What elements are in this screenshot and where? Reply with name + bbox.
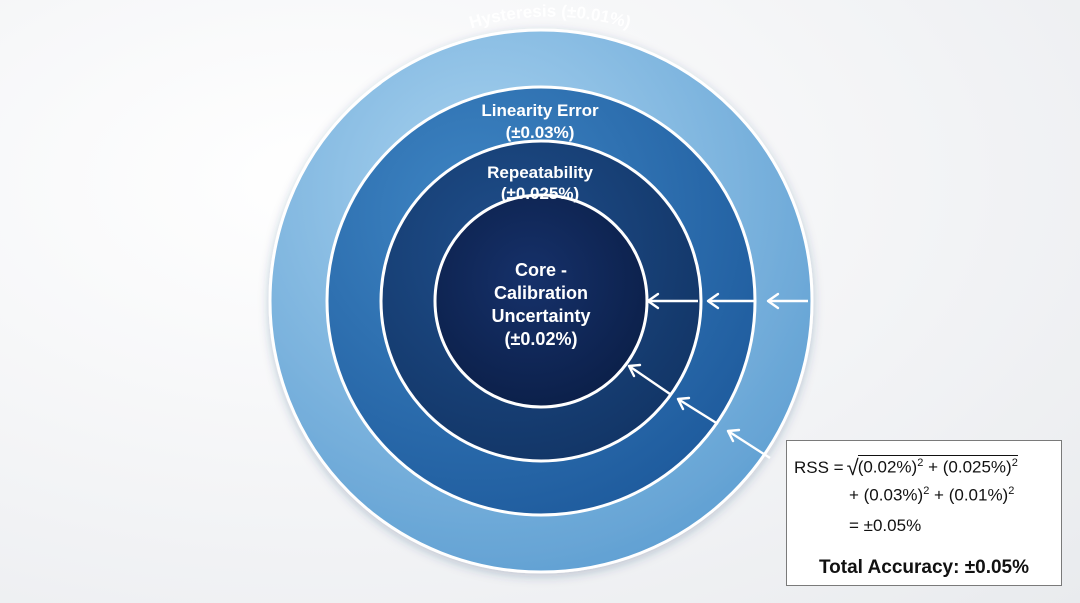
diag-arrow-line-2 (677, 397, 719, 426)
rss-term-2-exponent: 2 (1011, 457, 1018, 470)
core-label-line3: Uncertainty (491, 306, 590, 326)
total-accuracy-label: Total Accuracy: ±0.05% (818, 557, 1029, 578)
diag-arrow-line-1 (727, 429, 771, 460)
rss-term-1: (0.02%) (857, 458, 918, 477)
repeatability-label-line1: Repeatability (487, 163, 593, 182)
hysteresis-label-path: Hysteresis (±0.01%) (467, 2, 633, 33)
core-label-line2: Calibration (494, 283, 588, 303)
diag-arrow-head-2 (676, 396, 691, 411)
rss-formula-line-2: + (0.03%)2 + (0.01%)2 (849, 485, 1014, 506)
diag-arrow-head-1 (726, 428, 741, 443)
arrow-head-linearity (706, 292, 720, 310)
diagonal-arrows (627, 363, 771, 460)
rss-term-4-exponent: 2 (1008, 485, 1015, 497)
linearity-label-line1: Linearity Error (481, 101, 599, 120)
core-label-line4: (±0.02%) (505, 329, 578, 349)
repeatability-label-line2: (±0.025%) (501, 184, 579, 203)
arrow-head-hysteresis (766, 292, 780, 310)
hysteresis-label: Hysteresis (±0.01%) (467, 2, 633, 33)
rss-formula-line-1: RSS =√(0.02%)2 + (0.025%)2 (794, 453, 1018, 480)
rss-formula-box: RSS =√(0.02%)2 + (0.025%)2 + (0.03%)2 + … (786, 440, 1062, 586)
linearity-label-line2: (±0.03%) (506, 123, 575, 142)
diag-arrow-head-3 (627, 363, 642, 378)
rss-radicand: (0.02%)2 + (0.025%)2 (857, 455, 1018, 478)
sqrt-symbol: √ (846, 455, 859, 480)
rss-term-2: + (0.025%) (928, 458, 1012, 477)
rss-prefix: RSS = (794, 458, 844, 477)
core-label-line1: Core - (515, 260, 567, 280)
arrow-head-repeatability (646, 292, 660, 310)
horizontal-arrows (646, 292, 808, 310)
rss-term-3-exponent: 2 (923, 485, 930, 497)
rss-term-1-exponent: 2 (917, 457, 924, 470)
diag-arrow-line-3 (628, 365, 671, 395)
rss-term-4: + (0.01%) (934, 485, 1009, 505)
rss-result: = ±0.05% (849, 516, 922, 535)
rss-term-3: + (0.03%) (849, 485, 924, 505)
